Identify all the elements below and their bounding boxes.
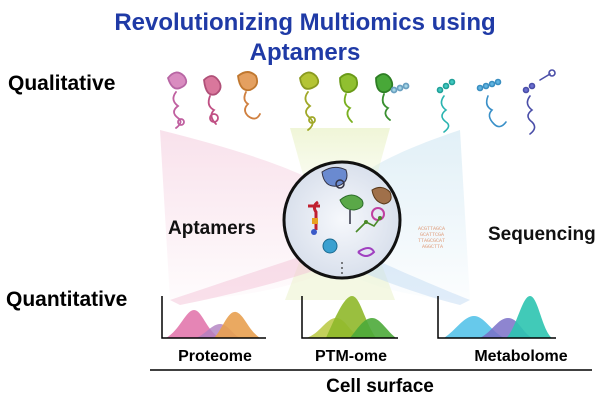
svg-text:TTAGCGCAT: TTAGCGCAT — [418, 238, 445, 244]
qualitative-label: Qualitative — [8, 72, 116, 95]
quantitative-label: Quantitative — [6, 288, 128, 311]
title-line-1: Revolutionizing Multiomics using — [114, 9, 496, 36]
ptm-ome-label: PTM-ome — [315, 348, 387, 365]
sequencing-label: Sequencing — [488, 224, 596, 245]
metabolome-label: Metabolome — [474, 348, 568, 365]
title-line-2: Aptamers — [249, 39, 361, 66]
aptamer-cluster-green — [299, 71, 410, 131]
svg-text:AGGCTTA: AGGCTTA — [422, 244, 443, 250]
distribution-metabolome — [437, 296, 556, 339]
cell-surface-label: Cell surface — [326, 376, 434, 397]
aptamer-cluster-blue — [436, 69, 556, 135]
distribution-proteome — [161, 296, 266, 339]
distribution-ptm-ome — [301, 296, 398, 339]
target-circle — [282, 160, 402, 280]
aptamers-label: Aptamers — [168, 218, 256, 239]
aptamer-cluster-pink — [166, 71, 261, 129]
sequence-motif: ACGTTAGCA GCATTCGA TTAGCGCAT AGGCTTA — [418, 226, 445, 250]
svg-text:GCATTCGA: GCATTCGA — [420, 232, 444, 238]
proteome-label: Proteome — [178, 348, 252, 365]
svg-text:ACGTTAGCA: ACGTTAGCA — [418, 226, 445, 232]
